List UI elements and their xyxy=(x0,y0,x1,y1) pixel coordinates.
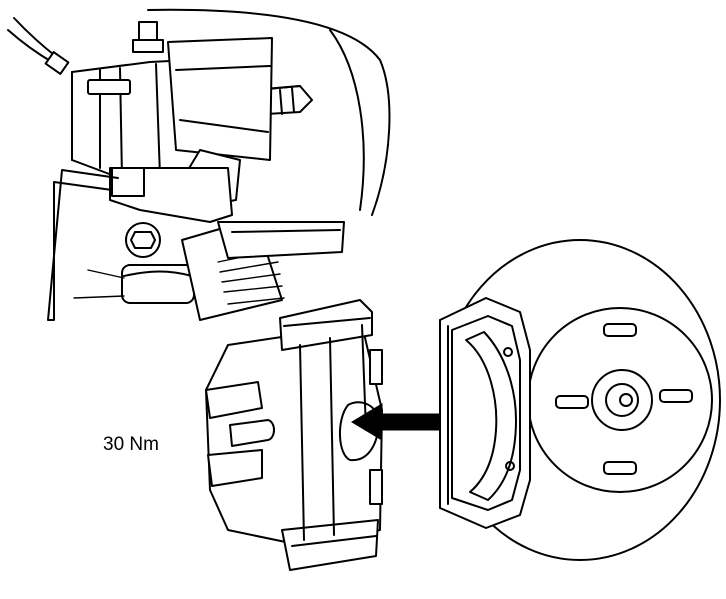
leader-line-upper xyxy=(87,269,125,279)
bracket-rail xyxy=(217,221,345,259)
wheel-studs xyxy=(555,323,693,475)
guide-bolt-hex xyxy=(130,231,156,249)
caliper-finger-mid xyxy=(229,419,275,447)
brake-pad xyxy=(465,331,517,501)
mounted-caliper-assembly xyxy=(7,8,391,321)
rotor-assembly xyxy=(439,239,721,561)
loose-caliper-bottom xyxy=(281,519,379,571)
bleed-nipple-base xyxy=(132,39,164,53)
caliper-finger-upper xyxy=(205,381,263,419)
brake-line-fitting xyxy=(44,51,70,75)
caliper-finger-lower xyxy=(207,449,263,487)
installation-arrow xyxy=(351,403,441,441)
hub-nut xyxy=(605,383,639,417)
caliper-top-ridge xyxy=(87,79,131,95)
allen-key-tool xyxy=(47,169,119,321)
upper-pad-block xyxy=(167,37,273,161)
rear-rotor-edge xyxy=(147,8,391,216)
torque-spec-label: 30 Nm xyxy=(103,434,159,455)
wheel-stud xyxy=(603,461,637,475)
loose-caliper xyxy=(205,299,383,571)
wheel-stud xyxy=(603,323,637,337)
loose-caliper-top xyxy=(279,299,373,351)
arrow-shape xyxy=(351,403,441,441)
wheel-stud xyxy=(659,389,693,403)
wheel-stud xyxy=(555,395,589,409)
leader-line-lower xyxy=(73,295,125,299)
